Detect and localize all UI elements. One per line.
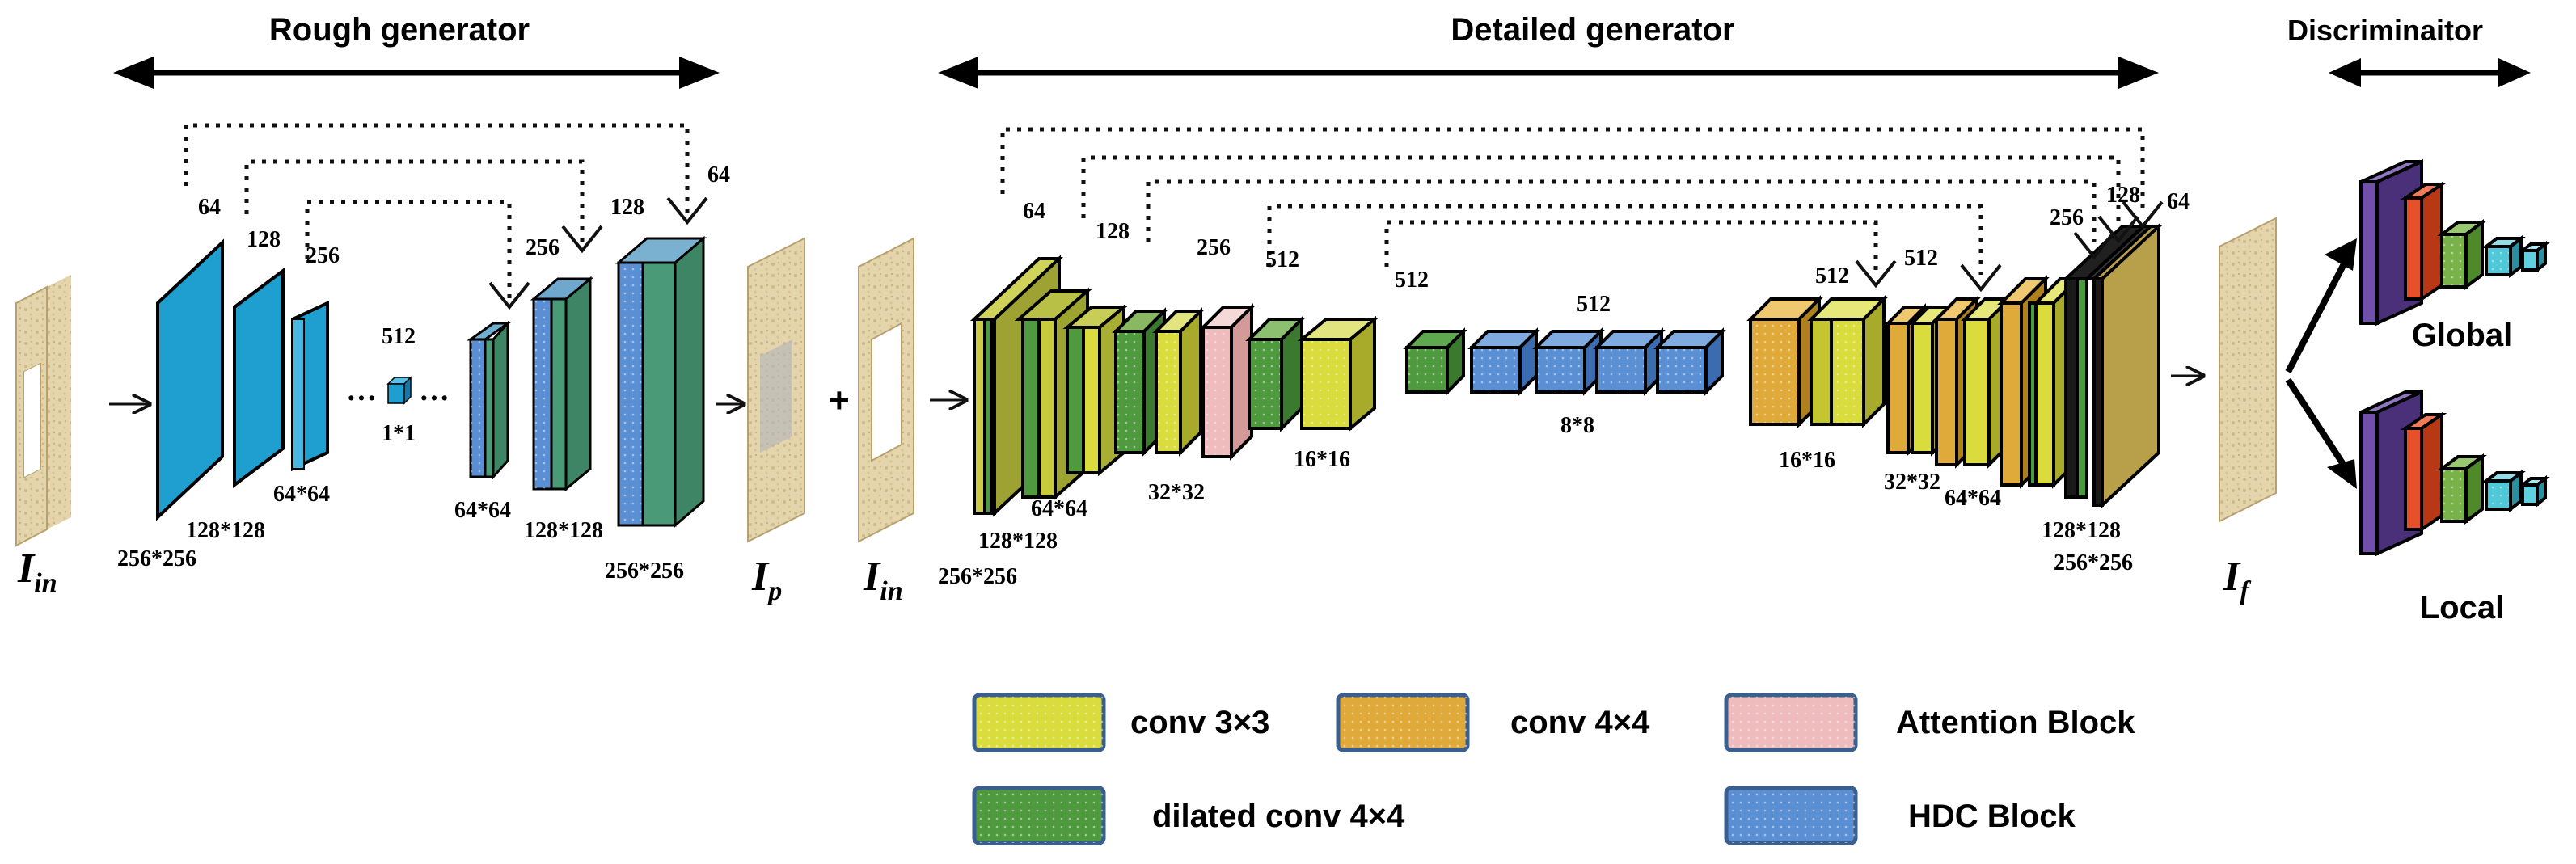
detailed-generator-title: Detailed generator <box>1451 12 1734 48</box>
detailed-ch-64-dec: 64 <box>2167 189 2190 214</box>
rough-encoder <box>156 238 412 521</box>
rough-skip-connections <box>184 123 690 299</box>
rough-span-arrow-right <box>679 57 720 89</box>
rough-res-128: 128*128 <box>186 518 265 543</box>
rough-res-64: 64*64 <box>273 482 330 507</box>
input-image <box>15 275 71 547</box>
rough-ch-256-dec: 256 <box>526 235 560 260</box>
detailed-res-64: 64*64 <box>1031 496 1087 521</box>
detailed-ch-512-d: 512 <box>1904 246 1938 271</box>
global-discriminator <box>2359 158 2550 327</box>
detailed-span-arrow-right <box>2118 57 2159 89</box>
discriminator-split-arrows <box>2285 253 2352 475</box>
detailed-span-arrow-left <box>938 57 978 89</box>
final-output-image <box>2219 217 2277 523</box>
rough-res-1: 1*1 <box>382 421 416 446</box>
input2-label: Iin <box>863 554 903 606</box>
discriminator-title: Discriminaitor <box>2287 14 2483 47</box>
rough-output-image <box>747 237 805 543</box>
detailed-res-128-dec: 128*128 <box>2042 518 2121 543</box>
legend-item-dilated: dilated conv 4×4 <box>972 786 1405 845</box>
legend-item-conv4: conv 4×4 <box>1336 693 1650 752</box>
detailed-res-16-dec: 16*16 <box>1779 448 1835 473</box>
rough-ch-128: 128 <box>247 227 281 252</box>
section-headers: Rough generator Detailed generator Discr… <box>113 12 2531 89</box>
disc-span-arrow-left <box>2329 58 2361 87</box>
input-image-2 <box>858 237 914 543</box>
detailed-res-64-dec: 64*64 <box>1945 486 2001 511</box>
detailed-ch-256: 256 <box>1197 235 1231 260</box>
detailed-bottleneck <box>1403 327 1726 396</box>
rough-skip-arrowheads <box>488 196 708 310</box>
legend: conv 3×3 conv 4×4 Attention Block dilate… <box>972 693 2135 845</box>
split-arrow-head-down <box>2327 459 2357 489</box>
legend-item-hdc: HDC Block <box>1724 786 2076 845</box>
rough-dots-right: ··· <box>419 381 450 415</box>
detailed-ch-512-a: 512 <box>1265 247 1299 272</box>
detailed-ch-128: 128 <box>1096 219 1130 244</box>
detailed-res-256-dec: 256*256 <box>2054 550 2133 575</box>
rough-dots-left: ··· <box>346 381 377 415</box>
legend-item-attention: Attention Block <box>1724 693 2135 752</box>
input-label: Iin <box>17 546 57 598</box>
detailed-encoder <box>969 255 1379 517</box>
rough-ch-64: 64 <box>198 195 221 220</box>
rough-ch-128-dec: 128 <box>610 195 644 220</box>
split-arrow-head-up <box>2325 238 2357 271</box>
detailed-ch-128-dec: 128 <box>2106 183 2140 208</box>
rough-decoder <box>467 235 707 529</box>
rough-ch-64-dec: 64 <box>707 162 730 188</box>
rough-ch-512: 512 <box>382 324 416 349</box>
legend-conv4-label: conv 4×4 <box>1510 705 1650 740</box>
rough-span-arrow-left <box>113 57 154 89</box>
rough-ch-256: 256 <box>306 243 340 268</box>
rough-res-256-dec: 256*256 <box>605 558 684 584</box>
detailed-labels: 64 128 256 512 512 512 512 512 256 128 6… <box>938 183 2190 589</box>
detailed-res-8: 8*8 <box>1560 413 1594 438</box>
legend-item-conv3: conv 3×3 <box>972 693 1269 752</box>
detailed-skip-connections <box>1000 127 2145 275</box>
detailed-ch-64: 64 <box>1023 199 1045 224</box>
legend-hdc-label: HDC Block <box>1908 799 2076 834</box>
rough-labels: 64 128 256 512 256 128 64 256*256 128*12… <box>117 162 730 584</box>
rough-generator-title: Rough generator <box>269 12 530 48</box>
legend-conv3-label: conv 3×3 <box>1130 705 1269 740</box>
rough-output-label: Ip <box>751 554 782 606</box>
local-discriminator <box>2359 389 2550 557</box>
detailed-ch-512-mid: 512 <box>1577 292 1611 317</box>
plus-operator: + <box>829 381 850 420</box>
global-label: Global <box>2412 318 2512 353</box>
detailed-res-256: 256*256 <box>938 564 1017 589</box>
disc-span-arrow-right <box>2498 58 2531 87</box>
detailed-decoder <box>1746 222 2164 509</box>
legend-dilated-label: dilated conv 4×4 <box>1152 799 1405 834</box>
detailed-skip-arrowheads <box>1855 200 2164 293</box>
final-output-label: If <box>2223 554 2252 606</box>
detailed-res-32-dec: 32*32 <box>1884 470 1940 495</box>
local-label: Local <box>2420 590 2504 626</box>
rough-res-256: 256*256 <box>117 546 196 571</box>
detailed-ch-512-b: 512 <box>1395 268 1429 293</box>
detailed-res-32: 32*32 <box>1148 480 1205 505</box>
rough-res-64-dec: 64*64 <box>454 498 511 523</box>
detailed-ch-256-dec: 256 <box>2050 205 2084 230</box>
legend-attention-label: Attention Block <box>1896 705 2135 740</box>
detailed-res-16: 16*16 <box>1294 447 1350 472</box>
rough-res-128-dec: 128*128 <box>524 518 603 543</box>
detailed-ch-512-c: 512 <box>1815 263 1849 289</box>
detailed-res-128: 128*128 <box>978 529 1058 554</box>
